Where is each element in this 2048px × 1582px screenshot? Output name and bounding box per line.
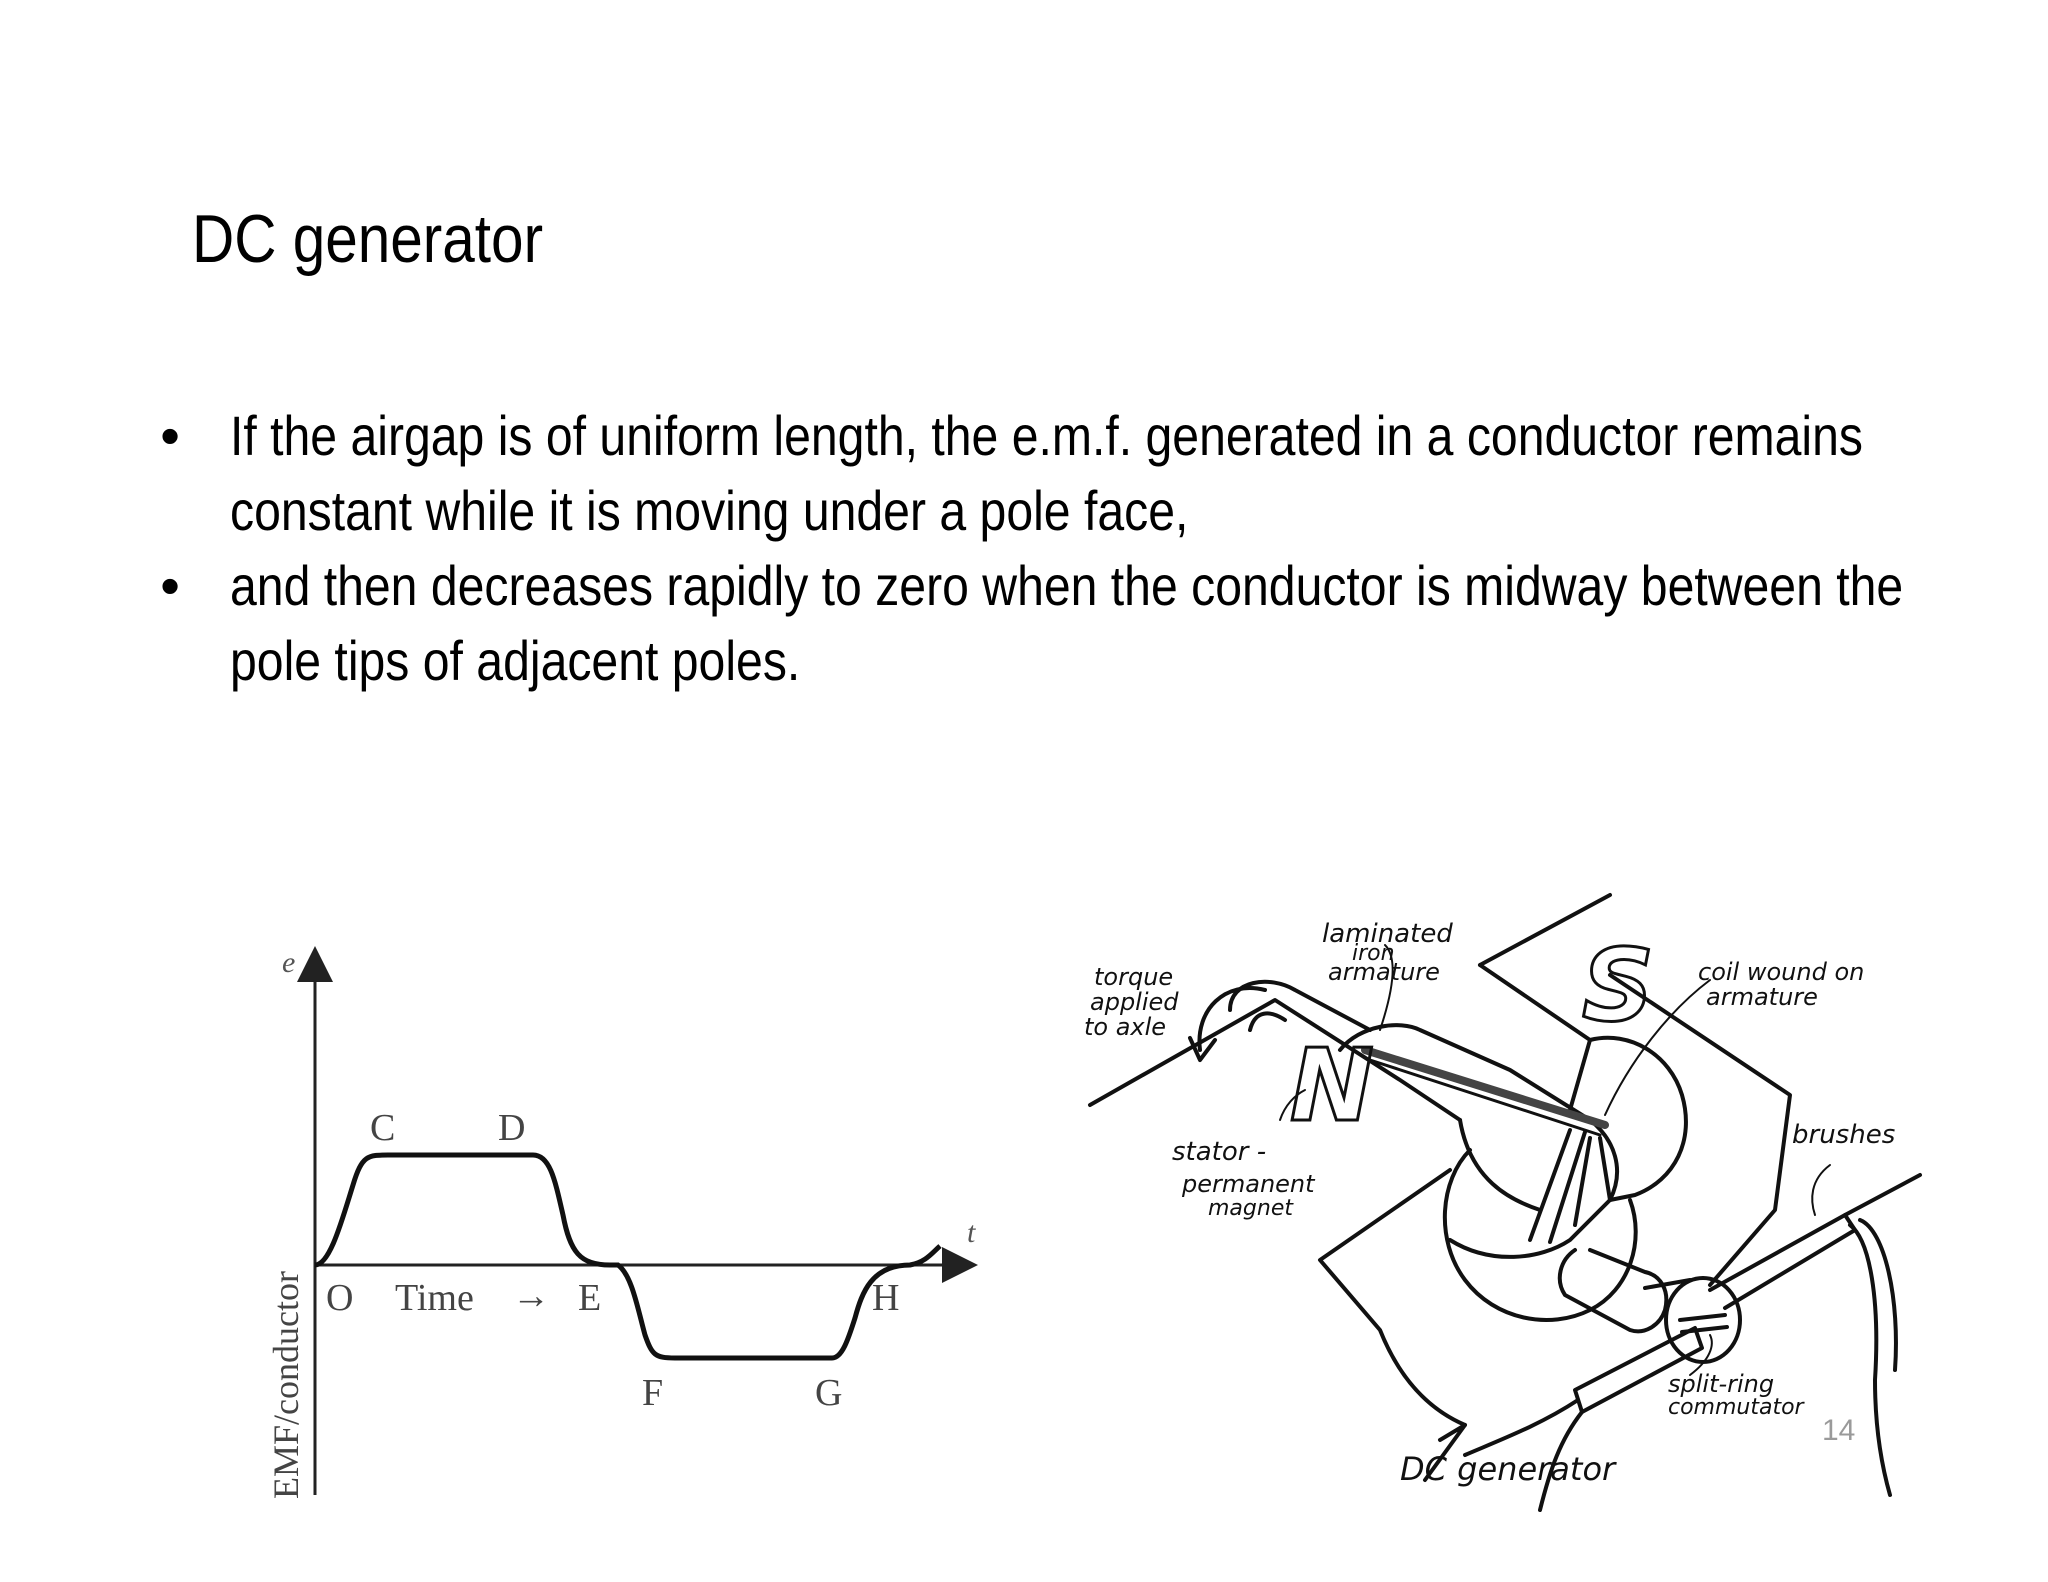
label-split-ring-1: split-ring <box>1668 1370 1774 1398</box>
n-pole-block <box>1088 998 1462 1122</box>
emf-graph: e t EMF/conductor O C D E F G H Time → <box>250 930 1010 1510</box>
bullet-item: • If the airgap is of uniform length, th… <box>150 398 1990 548</box>
coil-winding-2 <box>1368 1058 1602 1137</box>
time-label: Time <box>395 1277 474 1319</box>
label-laminated-1: laminated <box>1322 919 1453 949</box>
coil-winding <box>1361 1046 1609 1129</box>
bullet-text: and then decreases rapidly to zero when … <box>230 554 1904 692</box>
label-stator-3: magnet <box>1208 1196 1294 1221</box>
page-number: 14 <box>1822 1414 1856 1447</box>
bullet-item: • and then decreases rapidly to zero whe… <box>150 548 1990 698</box>
y-axis-symbol: e <box>282 946 295 979</box>
pointer-brushes <box>1811 1164 1831 1216</box>
axle-back <box>1228 979 1372 1032</box>
bullet-text: If the airgap is of uniform length, the … <box>230 404 1864 542</box>
emf-graph-svg: e t EMF/conductor O C D E F G H Time → <box>266 946 978 1499</box>
brush-lead-left <box>1538 1410 1584 1512</box>
label-coil-2: armature <box>1706 983 1818 1011</box>
point-label-h: H <box>872 1277 899 1319</box>
brush-right <box>1708 1213 1857 1310</box>
label-split-ring-2: commutator <box>1668 1395 1806 1420</box>
label-brushes: brushes <box>1792 1120 1895 1150</box>
n-pole-lower <box>1458 1118 1542 1212</box>
housing-back-line <box>1478 893 1612 967</box>
slide-title: DC generator <box>192 201 544 277</box>
pointer-split <box>1689 1334 1713 1376</box>
label-stator-2: permanent <box>1181 1170 1316 1198</box>
label-torque-2: applied <box>1090 988 1179 1016</box>
label-laminated-2: iron <box>1352 941 1395 966</box>
brush-lead-right <box>1848 1223 1892 1497</box>
generator-sketch-svg: laminated iron armature torque applied t… <box>1084 893 1922 1512</box>
bullet-list: • If the airgap is of uniform length, th… <box>150 398 1990 698</box>
generator-sketch: laminated iron armature torque applied t… <box>1070 880 1930 1520</box>
y-axis-label: EMF/conductor <box>266 1271 306 1499</box>
emf-waveform <box>314 1152 942 1361</box>
rotation-arrowhead-icon <box>1188 1036 1217 1062</box>
sketch-caption: DC generator <box>1400 1450 1617 1488</box>
label-stator-1: stator - <box>1172 1137 1266 1167</box>
brush-lead-right-2 <box>1858 1218 1898 1372</box>
rotation-arrow-icon <box>1197 986 1267 1052</box>
label-torque-3: to axle <box>1084 1013 1166 1041</box>
brush-left <box>1573 1326 1704 1414</box>
point-label-g: G <box>815 1372 842 1414</box>
bullet-dot-icon: • <box>160 554 180 617</box>
commutator-split <box>1678 1313 1729 1334</box>
pointer-coil <box>1604 979 1711 1116</box>
commutator-cylinder <box>1557 1248 1669 1334</box>
point-label-f: F <box>642 1372 663 1414</box>
point-label-e: E <box>578 1277 601 1319</box>
bullet-dot-icon: • <box>160 404 180 467</box>
label-coil-1: coil wound on <box>1698 958 1864 986</box>
axle-front <box>1843 1173 1922 1217</box>
label-laminated-3: armature <box>1328 958 1440 986</box>
time-arrow-icon: → <box>512 1275 550 1317</box>
point-label-c: C <box>370 1107 395 1149</box>
axle-back-2 <box>1248 1011 1287 1032</box>
point-label-d: D <box>498 1107 525 1149</box>
coil-wires <box>1528 1128 1612 1244</box>
armature-drum <box>1338 1023 1620 1259</box>
x-axis-symbol: t <box>967 1216 976 1249</box>
point-label-o: O <box>326 1277 353 1319</box>
label-torque-1: torque <box>1094 963 1173 991</box>
commutator-stub <box>1643 1278 1692 1290</box>
base-line <box>1318 1168 1467 1427</box>
base-line-2 <box>1423 1423 1467 1482</box>
brush-lead-left-2 <box>1463 1398 1580 1457</box>
pole-s-label: S <box>1582 927 1654 1044</box>
right-housing-line <box>1608 973 1792 1287</box>
s-pole-block <box>1478 963 1688 1202</box>
pole-n-label: N <box>1290 1027 1374 1144</box>
pointer-laminated <box>1379 944 1394 1031</box>
pointer-stator <box>1279 1089 1306 1121</box>
